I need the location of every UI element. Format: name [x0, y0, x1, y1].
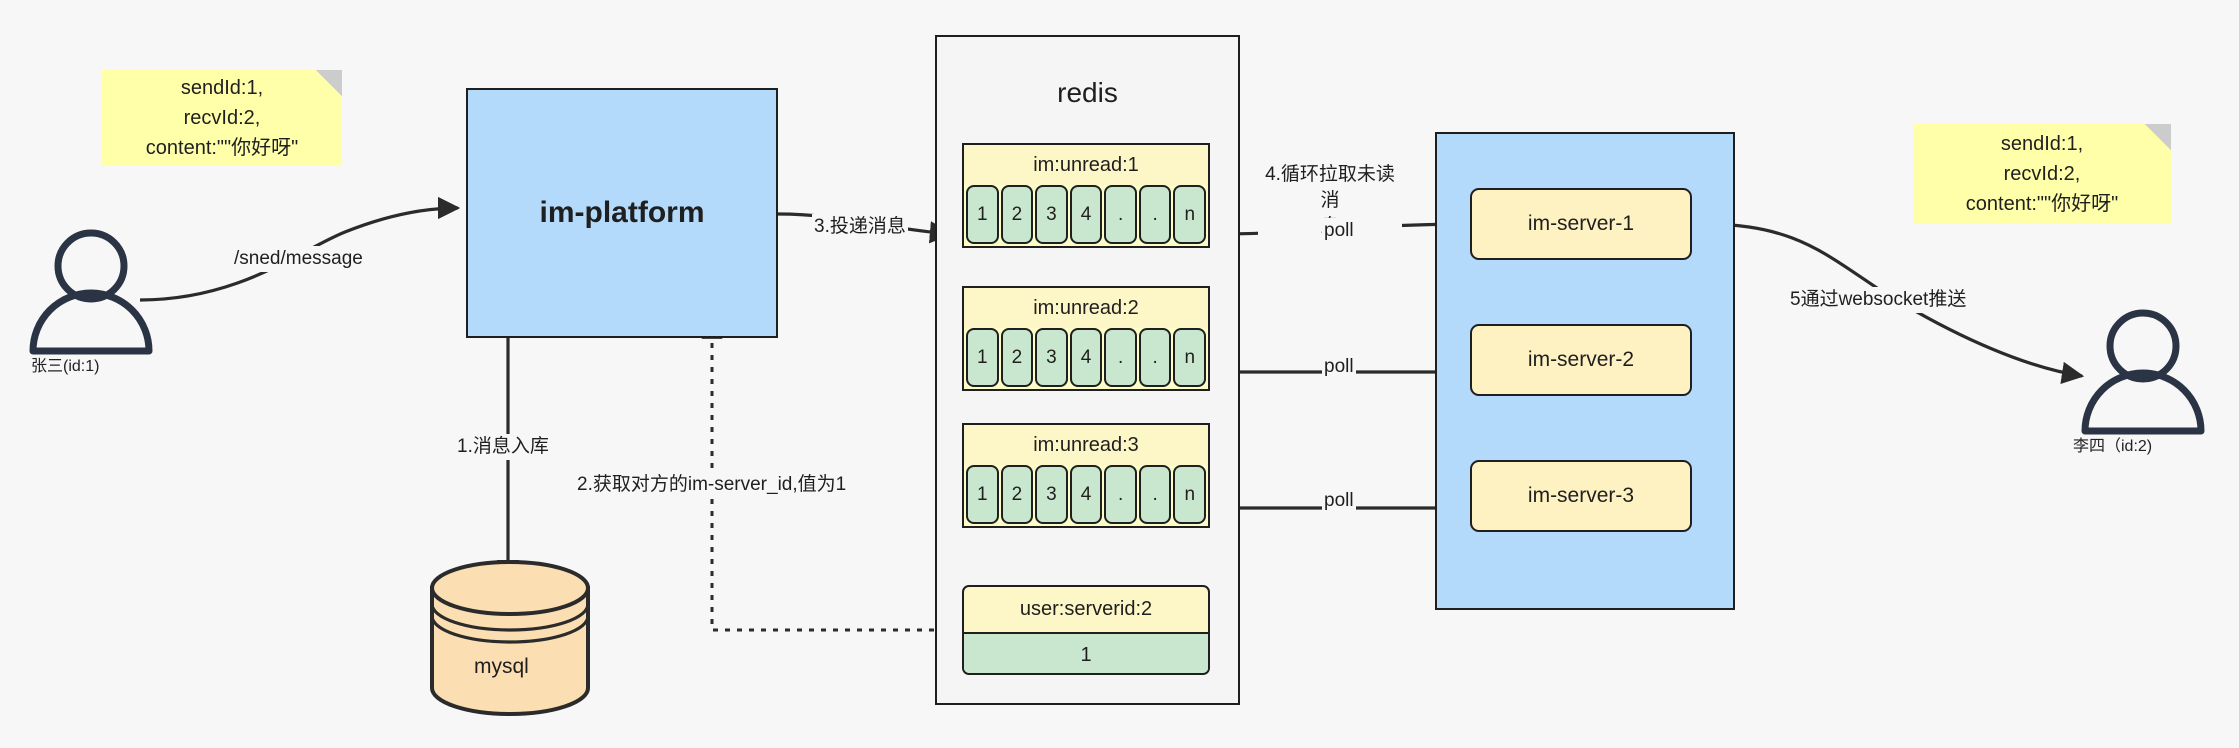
list-cell: 4 — [1069, 185, 1103, 244]
list-cell: n — [1173, 185, 1207, 244]
list-cell: . — [1138, 328, 1172, 387]
list-cell: 1 — [966, 328, 999, 387]
note-right: sendId:1, recvId:2, content:""你好呀" — [1913, 124, 2171, 224]
list-cell: 3 — [1035, 328, 1068, 387]
edge-label-step5: 5通过websocket推送 — [1788, 287, 1969, 313]
redis-list-key-3: im:unread:3 — [964, 425, 1208, 465]
edge-label-step3: 3.投递消息 — [812, 214, 908, 240]
list-cell: . — [1138, 185, 1172, 244]
receiver-actor: 李四（id:2) — [2073, 432, 2203, 456]
im-server-1-label: im-server-1 — [1527, 212, 1635, 235]
note-fold-icon — [2145, 124, 2171, 150]
list-cell: 2 — [1000, 465, 1034, 524]
list-cell: n — [1173, 328, 1207, 387]
im-platform-box[interactable]: im-platform — [466, 88, 778, 338]
edge-label-send-message: /sned/message — [232, 246, 365, 272]
redis-kv-key: user:serverid:2 — [964, 587, 1208, 634]
im-server-1-box[interactable]: im-server-1 — [1470, 188, 1692, 260]
list-cell: 4 — [1069, 465, 1103, 524]
sender-actor-icon — [29, 229, 153, 355]
list-cell: 3 — [1035, 465, 1068, 524]
list-cell: n — [1173, 465, 1207, 524]
note-fold-icon — [316, 70, 342, 96]
edge-label-step2: 2.获取对方的im-server_id,值为1 — [575, 472, 849, 498]
im-server-3-box[interactable]: im-server-3 — [1470, 460, 1692, 532]
edge-label-poll-2: poll — [1322, 354, 1356, 380]
list-cell: 2 — [1000, 185, 1034, 244]
list-cell: . — [1138, 465, 1172, 524]
im-server-3-label: im-server-3 — [1527, 484, 1635, 507]
receiver-actor-label: 李四（id:2) — [2073, 438, 2153, 455]
redis-list-cells-1: 1 2 3 4 . . n — [964, 185, 1208, 247]
redis-kv-value: 1 — [964, 634, 1208, 673]
note-right-text: sendId:1, recvId:2, content:""你好呀" — [1965, 133, 2119, 215]
note-left-text: sendId:1, recvId:2, content:""你好呀" — [145, 77, 299, 159]
redis-list-group-2[interactable]: im:unread:2 1 2 3 4 . . n — [962, 286, 1210, 391]
edge-label-step1: 1.消息入库 — [455, 434, 551, 460]
list-cell: . — [1104, 328, 1137, 387]
redis-title: redis — [1057, 77, 1118, 108]
mysql-cylinder — [430, 560, 590, 716]
list-cell: 4 — [1069, 328, 1103, 387]
redis-list-cells-3: 1 2 3 4 . . n — [964, 465, 1208, 527]
im-platform-label: im-platform — [539, 196, 705, 229]
sender-actor-label: 张三(id:1) — [31, 358, 100, 375]
sender-actor: 张三(id:1) — [31, 352, 151, 376]
list-cell: . — [1104, 465, 1137, 524]
edge-label-poll-3: poll — [1322, 488, 1356, 514]
list-cell: 1 — [966, 465, 999, 524]
im-server-2-box[interactable]: im-server-2 — [1470, 324, 1692, 396]
list-cell: 3 — [1035, 185, 1068, 244]
im-server-2-label: im-server-2 — [1527, 348, 1635, 371]
edge-label-poll-1: poll — [1322, 218, 1356, 244]
receiver-actor-icon — [2081, 309, 2205, 435]
list-cell: . — [1104, 185, 1137, 244]
redis-list-cells-2: 1 2 3 4 . . n — [964, 328, 1208, 390]
redis-list-group-3[interactable]: im:unread:3 1 2 3 4 . . n — [962, 423, 1210, 528]
redis-list-key-1: im:unread:1 — [964, 145, 1208, 185]
redis-kv-user-serverid[interactable]: user:serverid:2 1 — [962, 585, 1210, 675]
redis-list-key-2: im:unread:2 — [964, 288, 1208, 328]
list-cell: 1 — [966, 185, 999, 244]
list-cell: 2 — [1000, 328, 1034, 387]
redis-list-group-1[interactable]: im:unread:1 1 2 3 4 . . n — [962, 143, 1210, 248]
note-left: sendId:1, recvId:2, content:""你好呀" — [102, 70, 342, 166]
mysql-label: mysql — [474, 655, 529, 678]
